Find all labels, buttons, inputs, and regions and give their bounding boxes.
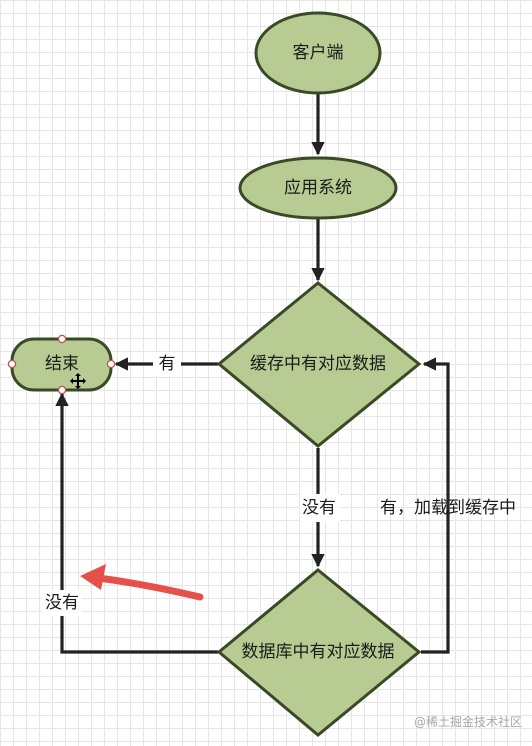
edge-label-cache-no: 没有 (302, 498, 336, 518)
edge-db-yes-to-cache (421, 357, 450, 654)
node-end-label: 结束 (45, 354, 79, 374)
selection-handle-top[interactable] (57, 334, 67, 344)
edge-db-no-to-end (55, 392, 218, 654)
node-cache-check: 缓存中有对应数据 (216, 281, 422, 448)
edge-label-cache-yes: 有 (159, 354, 176, 374)
selection-handle-left[interactable] (7, 359, 17, 369)
edge-label-db-yes-load: 有，加载到缓存中 (380, 498, 516, 518)
selection-handle-right[interactable] (106, 359, 116, 369)
selection-handle-bottom[interactable] (57, 385, 67, 395)
node-db-check-label: 数据库中有对应数据 (242, 642, 395, 662)
watermark: @稀土掘金技术社区 (413, 715, 522, 729)
node-end[interactable]: 结束 (7, 334, 116, 395)
node-cache-check-label: 缓存中有对应数据 (250, 354, 386, 374)
edge-label-db-no: 没有 (45, 593, 79, 613)
move-cursor-icon (70, 373, 86, 389)
node-db-check: 数据库中有对应数据 (216, 568, 422, 737)
annotation-arrow-icon (80, 564, 204, 601)
node-client: 客户端 (254, 11, 382, 95)
node-app-system-label: 应用系统 (284, 178, 352, 198)
node-app-system: 应用系统 (238, 156, 398, 220)
node-client-label: 客户端 (293, 43, 344, 63)
